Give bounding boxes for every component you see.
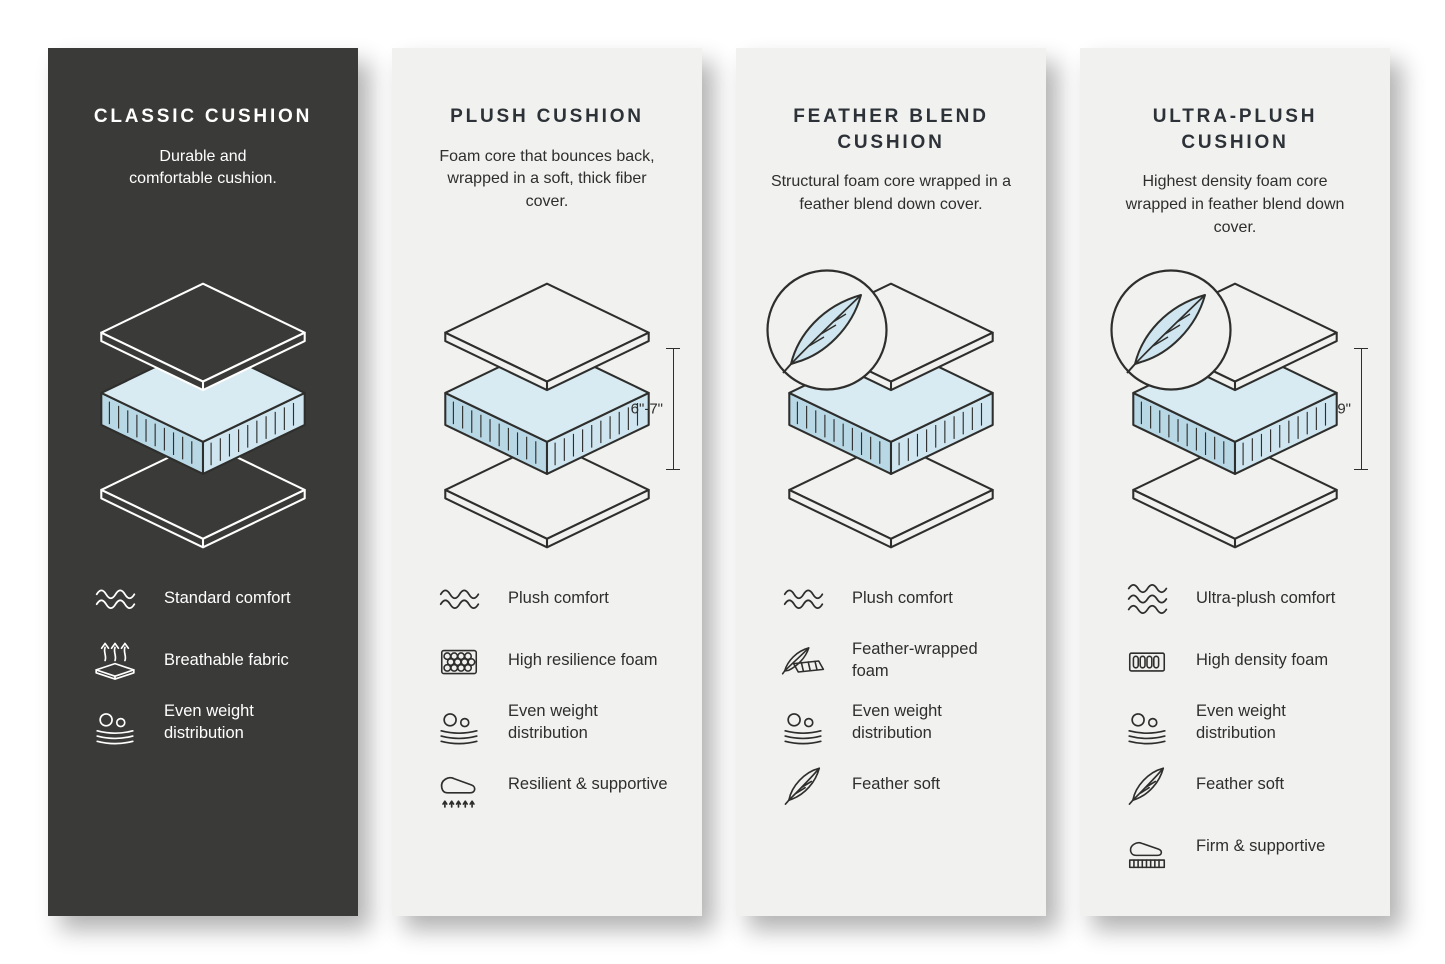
feature-row: Feather soft [1120, 762, 1364, 808]
feature-label: Standard comfort [164, 589, 291, 608]
waves-icon [1120, 576, 1174, 622]
even-weight-icon [776, 700, 830, 746]
panel-title: CLASSIC CUSHION [93, 106, 313, 127]
feature-row: Even weight distribution [88, 700, 332, 746]
panel-feather-blend-cushion: FEATHER BLEND CUSHION Structural foam co… [736, 48, 1046, 916]
feature-list: Plush comfort Feather-wrapped foam Even … [762, 576, 1020, 808]
feature-row: Feather soft [776, 762, 1020, 808]
breathable-icon [88, 638, 142, 684]
panel-title: FEATHER BLEND CUSHION [793, 106, 989, 153]
cushion-diagram [762, 262, 1020, 568]
height-dimension: 6"-7" [604, 348, 680, 470]
even-weight-icon [1120, 700, 1174, 746]
feature-label: Even weight distribution [852, 702, 942, 742]
feature-row: Even weight distribution [432, 700, 676, 746]
cushion-diagram: 9" [1106, 262, 1368, 568]
dimension-line [1354, 348, 1368, 470]
feature-label: Plush comfort [852, 589, 953, 608]
cushion-diagram [74, 262, 332, 568]
feature-row: Plush comfort [776, 576, 1020, 622]
dimension-line [666, 348, 680, 470]
feature-label: Resilient & supportive [508, 775, 668, 794]
panel-classic-cushion: CLASSIC CUSHION Durable and comfortable … [48, 48, 358, 916]
feature-row: Even weight distribution [776, 700, 1020, 746]
feature-row: Standard comfort [88, 576, 332, 622]
feature-label: Feather-wrapped foam [852, 640, 978, 680]
panel-description: Structural foam core wrapped in a feathe… [770, 173, 1012, 213]
height-dimension-label: 9" [1337, 400, 1351, 418]
panel-header: ULTRA-PLUSH CUSHION Highest density foam… [1106, 104, 1364, 262]
feature-row: Plush comfort [432, 576, 676, 622]
feature-label: Plush comfort [508, 589, 609, 608]
feature-label: Feather soft [1196, 775, 1285, 794]
panel-ultra-plush-cushion: ULTRA-PLUSH CUSHION Highest density foam… [1080, 48, 1390, 916]
resilient-icon [432, 762, 486, 808]
cushion-layers-illustration [90, 278, 316, 553]
feature-label: Even weight distribution [508, 702, 598, 742]
waves-icon [88, 576, 142, 622]
feature-row: Even weight distribution [1120, 700, 1364, 746]
height-dimension: 9" [1292, 348, 1368, 470]
panel-header: PLUSH CUSHION Foam core that bounces bac… [418, 104, 676, 262]
feature-label: Even weight distribution [1196, 702, 1286, 742]
even-weight-icon [88, 700, 142, 746]
panel-description: Foam core that bounces back, wrapped in … [439, 147, 655, 211]
height-dimension-label: 6"-7" [630, 400, 663, 418]
feature-row: Breathable fabric [88, 638, 332, 684]
feather-foam-icon [776, 638, 830, 684]
feature-row: High resilience foam [432, 638, 676, 684]
feather-icon [1120, 762, 1174, 808]
feather-badge-icon [764, 267, 890, 393]
panel-title: ULTRA-PLUSH CUSHION [1152, 106, 1318, 153]
cushion-diagram: 6"-7" [418, 262, 680, 568]
panel-description: Durable and comfortable cushion. [129, 147, 277, 188]
feature-row: Firm & supportive [1120, 824, 1364, 870]
panel-plush-cushion: PLUSH CUSHION Foam core that bounces bac… [392, 48, 702, 916]
feature-row: Ultra-plush comfort [1120, 576, 1364, 622]
even-weight-icon [432, 700, 486, 746]
feature-list: Ultra-plush comfort High density foam Ev… [1106, 576, 1364, 870]
waves-icon [776, 576, 830, 622]
feature-row: Feather-wrapped foam [776, 638, 1020, 684]
feature-label: Firm & supportive [1196, 837, 1326, 856]
feature-label: High resilience foam [508, 651, 658, 670]
foam-density-icon [1120, 638, 1174, 684]
panel-title: PLUSH CUSHION [450, 106, 644, 127]
feature-row: Resilient & supportive [432, 762, 676, 808]
feature-label: Feather soft [852, 775, 941, 794]
foam-bubbles-icon [432, 638, 486, 684]
panel-description: Highest density foam core wrapped in fea… [1125, 173, 1345, 236]
feather-badge-icon [1108, 267, 1234, 393]
feature-list: Plush comfort High resilience foam Even … [418, 576, 676, 808]
firm-icon [1120, 824, 1174, 870]
panel-header: FEATHER BLEND CUSHION Structural foam co… [762, 104, 1020, 262]
panel-header: CLASSIC CUSHION Durable and comfortable … [74, 104, 332, 262]
feature-label: Even weight distribution [164, 702, 254, 742]
feature-label: Ultra-plush comfort [1196, 589, 1336, 608]
feature-list: Standard comfort Breathable fabric Even … [74, 576, 332, 746]
feature-row: High density foam [1120, 638, 1364, 684]
feather-icon [776, 762, 830, 808]
feature-label: Breathable fabric [164, 651, 289, 670]
waves-icon [432, 576, 486, 622]
feature-label: High density foam [1196, 651, 1329, 670]
